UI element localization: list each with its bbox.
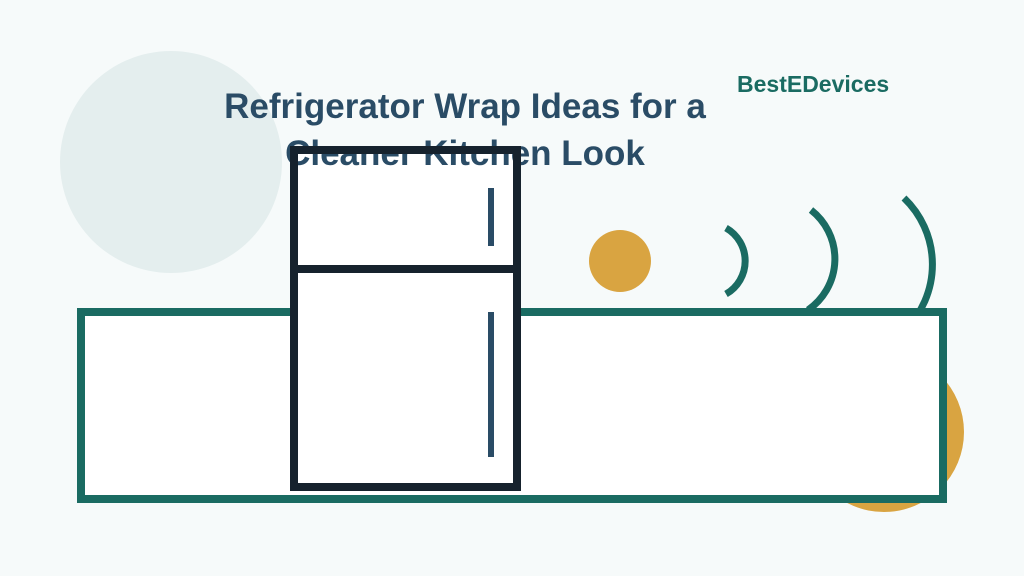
page-title-line1: Refrigerator Wrap Ideas for a <box>224 87 706 126</box>
refrigerator-outline <box>290 146 521 491</box>
gold-small-circle <box>589 230 651 292</box>
wave-medium <box>805 207 839 313</box>
wave-small <box>724 224 749 298</box>
brand-logo: BestEDevices <box>737 71 889 97</box>
refrigerator-icon <box>290 146 521 491</box>
refrigerator-body-fill <box>294 150 517 487</box>
soft-background-circle <box>60 51 282 273</box>
